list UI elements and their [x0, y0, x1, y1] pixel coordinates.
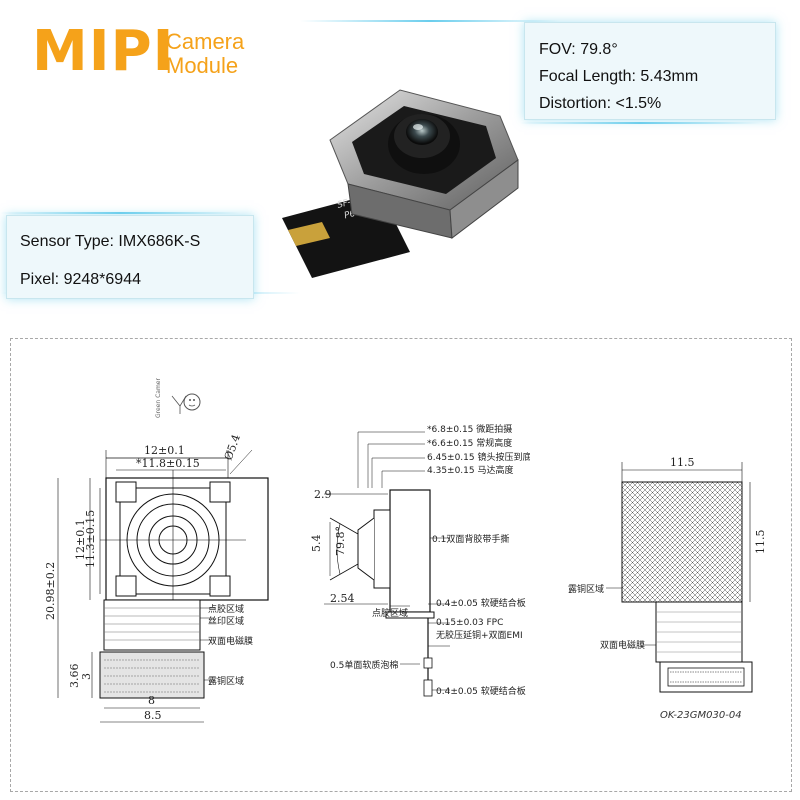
spec-sensor-type: Sensor Type: IMX686K-S — [20, 233, 201, 250]
spec-distortion: Distortion: <1.5% — [539, 95, 662, 112]
back-dim-height: 11.5 — [754, 530, 767, 555]
front-label-copper: 露铜区域 — [208, 675, 244, 687]
front-dim-inner-height: 11.3±0.15 — [84, 510, 97, 568]
front-dim-fpc-width-a: 8 — [148, 694, 155, 707]
side-lens-holder — [373, 509, 391, 589]
front-dim-height: 12±0.1 — [74, 519, 87, 560]
side-motor — [389, 489, 431, 613]
front-label-print: 丝印区域 — [208, 615, 244, 627]
front-dim-width: 12±0.1 — [144, 444, 185, 457]
brand-subtitle-line2: Module — [166, 53, 239, 78]
front-fpc — [103, 599, 201, 651]
drawing-frame — [10, 338, 792, 792]
fpc-gold-contacts — [288, 222, 330, 246]
side-label-fpc-note: 无胶压延铜+双面EMI — [436, 629, 523, 641]
back-dim-width: 11.5 — [670, 456, 695, 469]
side-label-glue: 点胶区域 — [372, 607, 408, 619]
side-dim-angle: 79.8° — [334, 526, 347, 556]
side-base — [385, 611, 435, 619]
side-lens-tip — [357, 517, 375, 581]
side-dim-h3: 6.45±0.15 镜头按压到底的高度 — [427, 451, 530, 463]
back-connector-pins — [667, 667, 745, 687]
side-label-fpc: 0.15±0.03 FPC — [436, 618, 503, 628]
front-dim-total-height: 20.98±0.2 — [44, 562, 57, 620]
brand-subtitle-line1: Camera — [166, 29, 245, 54]
side-label-stiff2: 0.4±0.05 软硬结合板 — [436, 685, 526, 697]
housing-side-right — [449, 159, 519, 239]
front-label-glue: 点胶区域 — [208, 603, 244, 615]
side-stiffener — [423, 679, 433, 697]
side-dim-lens-h: 5.4 — [310, 535, 323, 553]
side-dim-h1: *6.8±0.15 微距拍摄 — [427, 423, 512, 435]
front-dim-corner: Ø5.4 — [222, 433, 243, 462]
side-view-drawing: *6.8±0.15 微距拍摄 *6.6±0.15 常规高度 6.45±0.15 … — [310, 423, 530, 697]
back-connector — [659, 661, 753, 693]
back-label-copper: 露铜区域 — [568, 583, 604, 595]
back-part-no: OK-23GM030-04 — [660, 710, 742, 721]
rohs-icon: Green Camera — [155, 378, 201, 418]
front-dim-fpc-a: 3.66 — [68, 664, 81, 689]
spec-box-sensor — [6, 215, 254, 299]
back-label-emi: 双面电磁膜 — [600, 639, 645, 651]
side-fov-cone — [329, 517, 359, 581]
front-dim-fpc-b: 3 — [80, 673, 93, 680]
side-label-foam: 0.5单面软质泡棉 — [330, 659, 398, 671]
lens-highlight — [413, 124, 423, 130]
spec-focal-length: Focal Length: 5.43mm — [539, 68, 699, 85]
brand-title: MIPI — [32, 19, 175, 84]
side-dim-lens-dia: 2.9 — [314, 488, 332, 501]
front-label-emi: 双面电磁膜 — [208, 635, 253, 647]
front-view-drawing: 12±0.1 *11.8±0.15 Ø5.4 12±0.1 11.3±0.15 … — [44, 433, 269, 723]
side-dim-base: 2.54 — [330, 592, 355, 605]
glow-line — [520, 122, 760, 124]
back-sensor-pad — [621, 481, 743, 603]
camera-module-photo: SF-SC686- P60-B V1.0 — [282, 89, 519, 278]
glow-line — [300, 20, 560, 22]
side-dim-h4: 4.35±0.15 马达高度 — [427, 464, 513, 476]
spec-fov: FOV: 79.8° — [539, 41, 618, 58]
side-dim-h2: *6.6±0.15 常规高度 — [427, 437, 512, 449]
front-dim-inner-width: *11.8±0.15 — [136, 457, 200, 470]
brand-subtitle: Camera Module — [166, 30, 244, 78]
side-label-tape: 0.1双面背胶带手撕 — [432, 533, 509, 545]
svg-text:Green Camera: Green Camera — [155, 378, 162, 418]
back-view-drawing: 11.5 11.5 露铜区域 双面电磁膜 OK-23GM030-04 — [568, 456, 767, 721]
glow-line — [0, 212, 240, 214]
front-connector — [99, 651, 205, 699]
spec-pixel: Pixel: 9248*6944 — [20, 271, 141, 288]
front-dim-fpc-width-b: 8.5 — [144, 709, 162, 722]
side-foam — [423, 657, 433, 669]
lens-glass — [406, 119, 438, 145]
side-label-stiff1: 0.4±0.05 软硬结合板 — [436, 597, 526, 609]
spec-box-optics — [524, 22, 776, 120]
